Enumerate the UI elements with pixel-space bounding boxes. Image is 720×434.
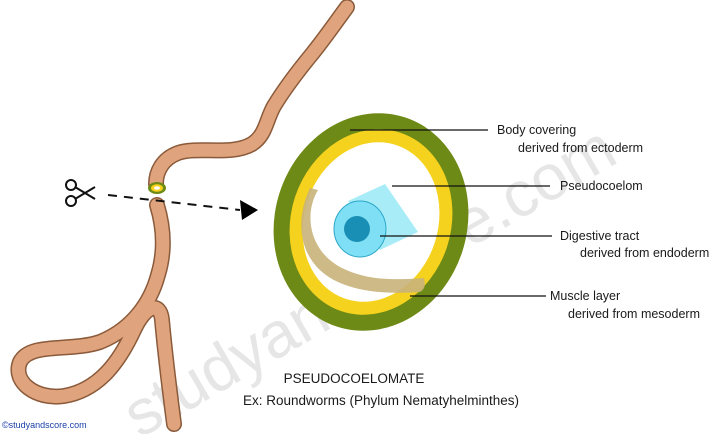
- scissors-icon: [65, 179, 96, 207]
- pointer-lines: [350, 129, 552, 297]
- svg-text:derived from ectoderm: derived from ectoderm: [518, 141, 643, 155]
- svg-text:derived from endoderm: derived from endoderm: [580, 246, 709, 260]
- svg-text:derived from mesoderm: derived from mesoderm: [568, 307, 700, 321]
- svg-text:Muscle layer: Muscle layer: [550, 289, 620, 303]
- roundworm-lower: [10, 197, 182, 432]
- label-body-covering: Body covering derived from ectoderm: [497, 123, 643, 155]
- dashed-arrow-line: [107, 194, 241, 211]
- credit-watermark: ©studyandscore.com: [2, 420, 87, 430]
- gut-lumen: [344, 216, 370, 242]
- svg-text:Digestive tract: Digestive tract: [560, 229, 640, 243]
- mesoderm-lining: [301, 188, 425, 293]
- label-pseudocoelom: Pseudocoelom: [560, 179, 643, 193]
- worm-cut-section: [148, 182, 166, 194]
- caption-example: Ex: Roundworms (Phylum Nematyhelminthes): [243, 393, 519, 408]
- svg-text:Pseudocoelom: Pseudocoelom: [560, 179, 643, 193]
- digestive-tract: [333, 184, 418, 258]
- label-digestive-tract: Digestive tract derived from endoderm: [560, 229, 709, 260]
- arrowhead-icon: [240, 200, 258, 220]
- svg-text:Body covering: Body covering: [497, 123, 576, 137]
- caption-title: PSEUDOCOELOMATE: [284, 371, 425, 386]
- roundworm-upper: [148, 0, 355, 192]
- label-muscle-layer: Muscle layer derived from mesoderm: [550, 289, 700, 321]
